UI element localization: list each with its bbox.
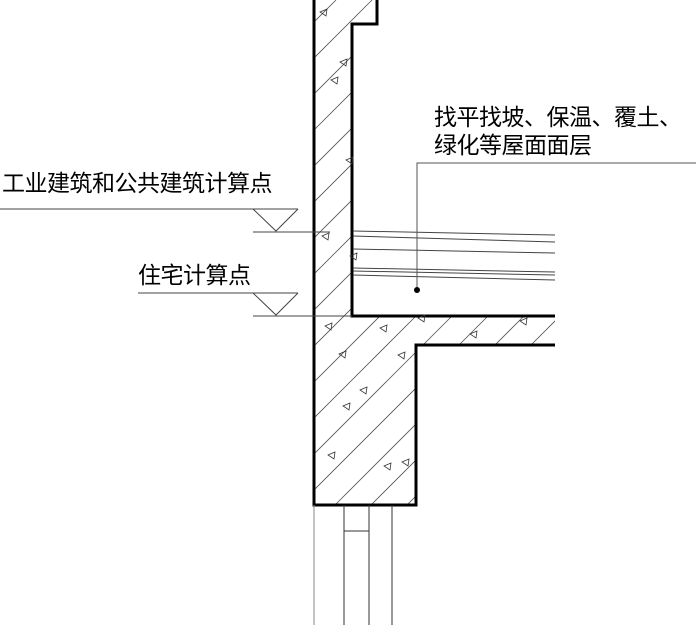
hatch-line: [314, 0, 555, 505]
aggregate-mark: [330, 76, 339, 85]
aggregate-mark: [345, 156, 354, 165]
roof-layers-label-line1: 找平找坡、保温、覆土、: [434, 105, 682, 131]
aggregate-mark: [519, 317, 528, 326]
concrete-hatch: [0, 0, 555, 600]
aggregate-mark: [379, 324, 388, 333]
leader-line: [416, 162, 696, 290]
aggregate-marks: [319, 8, 528, 471]
hatch-line: [314, 0, 481, 505]
aggregate-mark: [397, 351, 406, 360]
roof-layers-label-line2: 绿化等屋面面层: [434, 133, 592, 159]
hatch-line: [314, 0, 555, 505]
aggregate-mark: [359, 386, 368, 395]
hatch-line: [419, 0, 555, 505]
concrete-outline: [312, 0, 555, 507]
aggregate-mark: [338, 350, 347, 359]
hatch-line: [314, 0, 337, 505]
hatch-line: [347, 0, 555, 505]
aggregate-mark: [321, 232, 330, 241]
hatch-line: [314, 0, 555, 505]
hatch-line: [314, 0, 553, 505]
aggregate-mark: [417, 314, 426, 323]
wall-below: [313, 505, 393, 625]
hatch-line: [314, 0, 555, 505]
hatch-line: [314, 0, 555, 505]
hatch-line: [314, 0, 409, 505]
elevation-marker-public: [0, 208, 330, 233]
aggregate-mark: [339, 58, 348, 67]
hatch-line: [314, 0, 555, 505]
hatch-line: [491, 0, 555, 505]
hatch-line: [314, 0, 373, 505]
hatch-line: [314, 0, 555, 505]
public-building-point-label: 工业建筑和公共建筑计算点: [2, 171, 273, 197]
hatch-line: [314, 0, 445, 505]
hatch-line: [455, 0, 555, 505]
hatch-line: [314, 0, 517, 505]
aggregate-mark: [342, 402, 351, 411]
leader-dot: [414, 287, 420, 293]
hatch-line: [383, 0, 555, 505]
residential-point-label: 住宅计算点: [138, 263, 251, 289]
hatch-line: [314, 0, 555, 505]
aggregate-mark: [319, 8, 328, 17]
aggregate-mark: [327, 451, 336, 460]
aggregate-mark: [383, 462, 392, 471]
aggregate-mark: [469, 330, 478, 339]
aggregate-mark: [324, 322, 333, 331]
hatch-line: [0, 0, 300, 600]
elevation-marker-residential: [138, 292, 352, 317]
aggregate-mark: [349, 252, 358, 261]
aggregate-mark: [401, 458, 410, 467]
hatch-line: [314, 0, 555, 505]
hatch-line: [314, 0, 555, 505]
roof-layer-lines: [352, 230, 556, 281]
